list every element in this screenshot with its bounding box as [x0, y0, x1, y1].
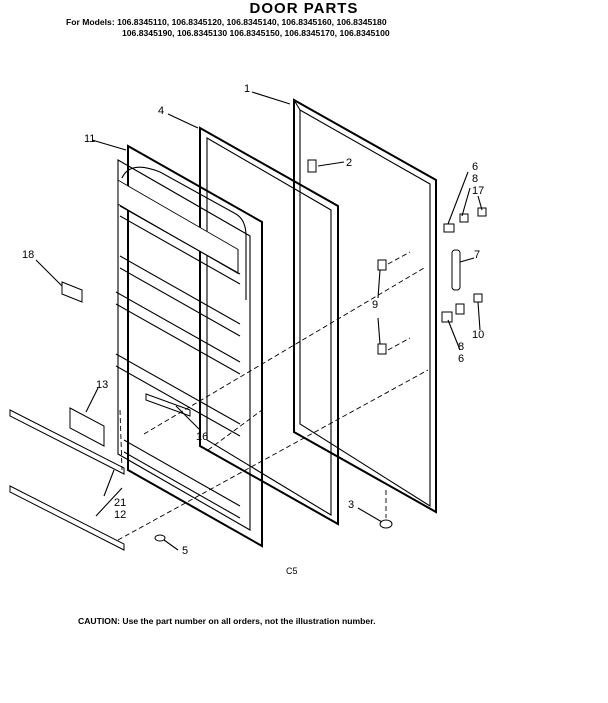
shelf-rails [9, 409, 125, 551]
callout-3: 3 [348, 499, 354, 511]
assembly-lines [117, 251, 429, 541]
callout-10: 10 [472, 329, 484, 341]
caution-note: CAUTION: Use the part number on all orde… [78, 616, 376, 626]
callout-12: 12 [114, 509, 126, 521]
callout-2: 2 [346, 157, 352, 169]
page-title: DOOR PARTS [249, 0, 359, 17]
part-2-plug [307, 159, 317, 173]
callout-4: 4 [158, 105, 164, 117]
part-18-label [61, 281, 83, 303]
callout-1: 1 [244, 83, 250, 95]
callout-8-lower: 8 [458, 341, 464, 353]
callout-13: 13 [96, 379, 108, 391]
callout-7: 7 [474, 249, 480, 261]
door-gasket [199, 126, 339, 526]
callout-6-lower: 6 [458, 353, 464, 365]
callout-8-upper: 8 [472, 173, 478, 185]
leader-lines [35, 91, 483, 551]
callout-11: 11 [84, 133, 95, 145]
upper-hinge-hardware [443, 207, 487, 233]
callout-17: 17 [472, 185, 484, 197]
models-list-line-2: 106.8345190, 106.8345130 106.8345150, 10… [122, 28, 390, 38]
part-13-bracket [69, 407, 105, 447]
models-list-line-1: For Models: 106.8345110, 106.8345120, 10… [66, 17, 387, 27]
callout-9: 9 [372, 299, 378, 311]
door-liner [115, 144, 263, 548]
part-3-foot [379, 519, 393, 529]
lower-hinge-hardware [441, 293, 483, 323]
part-9-brackets [377, 259, 387, 355]
figure-code: C5 [286, 566, 298, 576]
callout-6-upper: 6 [472, 161, 478, 173]
part-7-handle [451, 249, 461, 291]
part-5-clip [154, 534, 166, 542]
part-16-retainer [145, 393, 191, 417]
callout-5: 5 [182, 545, 188, 557]
callout-16: 16 [196, 431, 208, 443]
outer-door-panel [293, 98, 437, 514]
callout-18: 18 [22, 249, 34, 261]
callout-21: 21 [114, 497, 126, 509]
